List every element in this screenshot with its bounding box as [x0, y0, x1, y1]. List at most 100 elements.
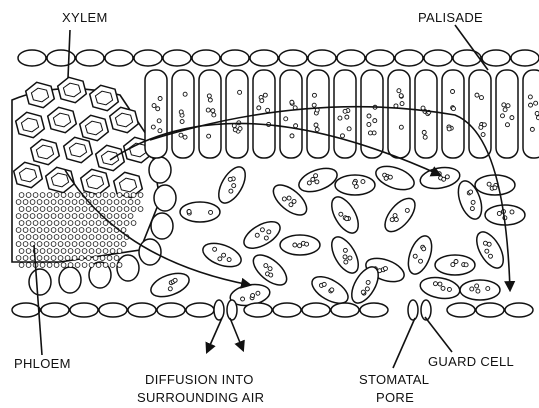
epidermis-cell: [447, 303, 475, 317]
phloem-cell: [68, 249, 73, 254]
epidermis-cell: [424, 50, 452, 66]
chloroplast: [180, 120, 184, 124]
xylem-vessel: [96, 145, 125, 170]
chloroplast: [497, 211, 501, 215]
chloroplast: [260, 99, 264, 103]
chloroplast: [421, 106, 425, 110]
chloroplast: [479, 125, 483, 129]
phloem-cell: [68, 221, 73, 226]
chloroplast: [156, 107, 160, 111]
xylem-vessel: [26, 82, 55, 107]
epidermis-cell: [395, 50, 423, 66]
phloem-cell: [54, 207, 59, 212]
chloroplast: [399, 94, 403, 98]
epidermis-cell: [308, 50, 336, 66]
chloroplast: [500, 114, 504, 118]
diffusion-label-line1: DIFFUSION INTO: [145, 372, 254, 387]
chloroplast: [343, 109, 347, 113]
chloroplast: [208, 98, 212, 102]
diffusion-arrow-right: [230, 318, 243, 350]
epidermis-cell: [186, 303, 214, 317]
chloroplast: [338, 116, 342, 120]
phloem-cell: [23, 242, 28, 247]
epidermis-cell: [360, 303, 388, 317]
chloroplast: [438, 282, 443, 287]
phloem-cell: [72, 200, 77, 205]
epidermis-cell: [279, 50, 307, 66]
spongy-cell-wall: [471, 228, 508, 273]
epidermis-cell: [99, 303, 127, 317]
spongy-cell: [240, 216, 285, 253]
chloroplast: [207, 134, 211, 138]
phloem-cell: [68, 207, 73, 212]
phloem-cell: [47, 249, 52, 254]
palisade-cell: [334, 70, 356, 158]
phloem-cell: [65, 228, 70, 233]
guard-cell-leader: [425, 317, 452, 352]
xylem-vessel: [46, 167, 75, 192]
phloem-cell: [82, 263, 87, 268]
chloroplast: [361, 180, 365, 184]
phloem-cell: [79, 256, 84, 261]
diffusion-arrow-left: [207, 318, 222, 352]
phloem-cell: [100, 256, 105, 261]
phloem-cell: [107, 256, 112, 261]
chloroplast: [238, 90, 242, 94]
epidermis-cell: [41, 303, 69, 317]
phloem-cell: [23, 214, 28, 219]
epidermis-cell: [476, 303, 504, 317]
chloroplast: [298, 244, 302, 248]
phloem-cell: [117, 207, 122, 212]
phloem-cell: [82, 221, 87, 226]
phloem-cell: [51, 228, 56, 233]
phloem-cell: [19, 249, 24, 254]
xylem-vessel: [80, 115, 109, 140]
phloem-cell: [128, 214, 133, 219]
phloem-cell: [61, 193, 66, 198]
chloroplast: [284, 117, 288, 121]
chloroplast: [266, 108, 270, 112]
phloem-cell: [68, 235, 73, 240]
chloroplast: [158, 96, 162, 100]
phloem-cell: [110, 263, 115, 268]
spongy-cell: [471, 228, 508, 273]
chloroplast: [345, 115, 349, 119]
spongy-cell: [419, 275, 462, 302]
phloem-cell: [58, 214, 63, 219]
phloem-cell: [75, 193, 80, 198]
chloroplast: [368, 131, 372, 135]
stoma-left: [214, 300, 237, 320]
chloroplast: [233, 128, 237, 132]
phloem-cell: [26, 193, 31, 198]
phloem-cell: [65, 256, 70, 261]
chloroplast: [502, 103, 506, 107]
chloroplast: [454, 260, 458, 264]
phloem-cell: [54, 263, 59, 268]
chloroplast: [207, 94, 211, 98]
phloem-cell: [107, 200, 112, 205]
phloem-cell: [68, 193, 73, 198]
spongy-cell: [335, 175, 375, 195]
spongy-cell-wall: [148, 269, 192, 301]
phloem-cell: [30, 228, 35, 233]
phloem-cell: [93, 228, 98, 233]
spongy-cell: [148, 269, 192, 301]
phloem-cell: [79, 228, 84, 233]
phloem-cell: [75, 235, 80, 240]
chloroplast: [441, 177, 446, 182]
phloem-cell: [40, 193, 45, 198]
phloem-cell: [37, 214, 42, 219]
chloroplast: [290, 134, 294, 138]
spongy-cell-wall: [404, 233, 436, 277]
phloem-cell: [128, 200, 133, 205]
phloem-cell: [19, 221, 24, 226]
xylem-vessel: [14, 162, 43, 187]
phloem-cell: [114, 200, 119, 205]
epidermis-cell: [221, 50, 249, 66]
palisade-cell: [145, 70, 167, 158]
chloroplast: [510, 210, 514, 214]
chloroplast: [535, 111, 539, 115]
phloem-cell: [124, 193, 129, 198]
phloem-cell: [61, 221, 66, 226]
bundle-sheath-cell: [59, 267, 81, 293]
